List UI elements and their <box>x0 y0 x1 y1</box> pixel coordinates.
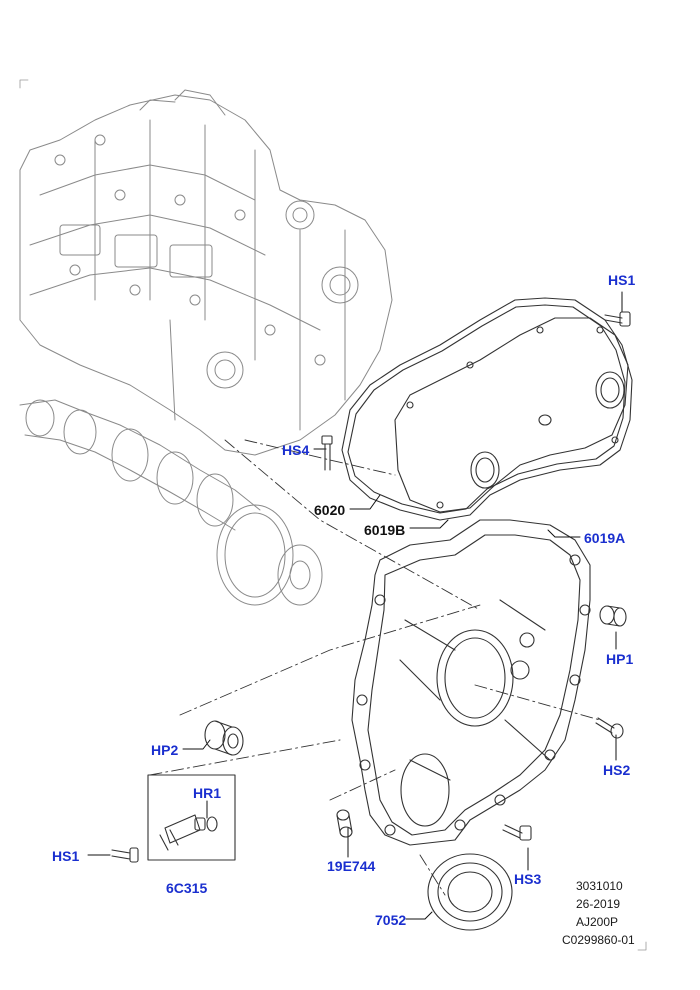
seal-7052 <box>427 853 513 931</box>
callout-hs4[interactable]: HS4 <box>282 442 310 458</box>
callout-6019b: 6019B <box>364 522 406 538</box>
callout-hs1-left[interactable]: HS1 <box>52 848 80 864</box>
callout-19e744[interactable]: 19E744 <box>327 858 376 874</box>
corner-mark-top-left <box>19 79 29 89</box>
callout-hs1-top[interactable]: HS1 <box>608 272 636 288</box>
callout-6019a[interactable]: 6019A <box>584 530 626 546</box>
meta-engine: AJ200P <box>576 915 619 929</box>
meta-code: 3031010 <box>576 879 623 893</box>
callout-hp1[interactable]: HP1 <box>606 651 634 667</box>
meta-date: 26-2019 <box>576 897 621 911</box>
callout-7052[interactable]: 7052 <box>375 912 407 928</box>
callout-hr1[interactable]: HR1 <box>193 785 222 801</box>
callout-6c315[interactable]: 6C315 <box>166 880 208 896</box>
plug-hp1 <box>599 605 627 627</box>
sensor-6c315-assembly <box>111 774 236 863</box>
engine-block <box>19 89 393 456</box>
sleeve-19e744 <box>336 809 353 838</box>
leader-lines <box>87 291 623 920</box>
callout-hp2[interactable]: HP2 <box>151 742 179 758</box>
callout-6020: 6020 <box>314 502 346 518</box>
bolt-hs4 <box>321 435 333 471</box>
bolt-hs3 <box>502 824 532 841</box>
meta-ref: C0299860-01 <box>562 933 635 947</box>
front-cover-6019a <box>351 519 591 846</box>
assembly-centerlines <box>149 439 601 896</box>
bolt-hs1-top <box>604 311 631 327</box>
bolt-hs2 <box>595 717 624 739</box>
corner-mark-bottom-right <box>637 941 647 951</box>
crankshaft <box>19 399 323 606</box>
gasket-6020 <box>341 297 633 521</box>
cover-plate-6019b <box>394 317 629 513</box>
callout-hs2[interactable]: HS2 <box>603 762 631 778</box>
plug-hp2 <box>204 720 244 756</box>
callout-hs3[interactable]: HS3 <box>514 871 542 887</box>
